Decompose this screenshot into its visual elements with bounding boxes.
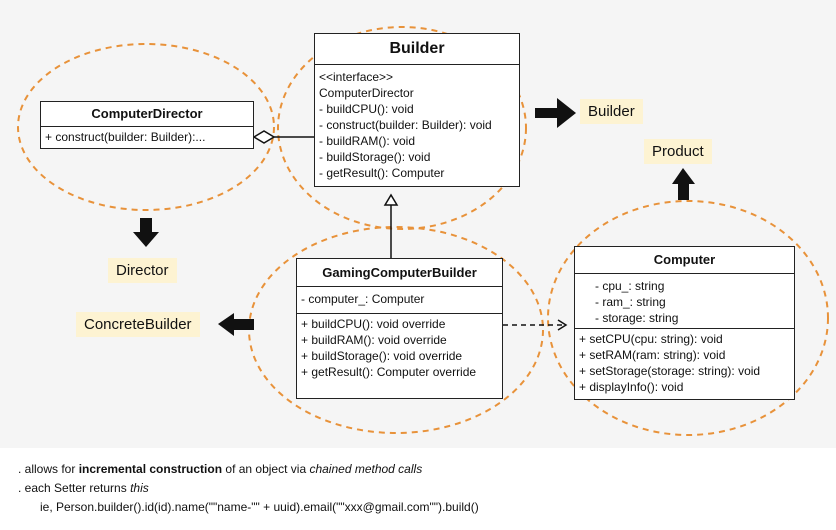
computer-field: - storage: string xyxy=(595,311,679,325)
director-tag: Director xyxy=(108,258,177,283)
computer-box-fields: - cpu_: string - ram_: string - storage: s… xyxy=(575,274,794,328)
builder-member: - buildCPU(): void xyxy=(319,102,414,116)
builder-box-title: Builder xyxy=(315,34,519,65)
gaming-method: + buildCPU(): void override xyxy=(301,317,446,331)
director-ellipse xyxy=(17,43,275,211)
builder-member: - getResult(): Computer xyxy=(319,166,445,180)
product-tag: Product xyxy=(644,139,712,164)
note-1-prefix: . allows for xyxy=(18,462,79,476)
computer-box: Computer - cpu_: string - ram_: string - s… xyxy=(574,246,795,400)
gaming-field: - computer_: Computer xyxy=(301,292,425,306)
computer-field: - ram_: string xyxy=(595,295,666,309)
computer-method: + setRAM(ram: string): void xyxy=(579,348,726,362)
notes-section: . allows for incremental construction of… xyxy=(18,460,479,517)
dependency-arrowhead xyxy=(557,319,568,331)
note-1-italic: chained method calls xyxy=(309,462,423,476)
gaming-box-methods: + buildCPU(): void override + buildRAM():… xyxy=(297,313,502,382)
computer-box-methods: + setCPU(cpu: string): void + setRAM(ram:… xyxy=(575,328,794,397)
arrow-to-product-tag xyxy=(672,168,695,200)
builder-member: <<interface>> xyxy=(319,70,394,84)
gaming-method: + getResult(): Computer override xyxy=(301,365,477,379)
diagram-canvas: Builder <<interface>>ComputerDirector- b… xyxy=(17,26,829,436)
builder-box-members: <<interface>> ComputerDirector - buildCPU(… xyxy=(315,65,519,183)
gaming-ellipse xyxy=(248,226,544,434)
director-box-title: ComputerDirector xyxy=(41,102,253,127)
builder-member: - construct(builder: Builder): void xyxy=(319,118,492,132)
note-line-3: ie, Person.builder().id(id).name(""name-… xyxy=(40,500,479,514)
concrete-builder-tag: ConcreteBuilder xyxy=(76,312,200,337)
gaming-box-title: GamingComputerBuilder xyxy=(297,259,502,287)
builder-tag: Builder xyxy=(580,99,643,124)
arrow-to-builder-tag xyxy=(535,98,576,128)
note-line-2: . each Setter returns this xyxy=(18,479,479,498)
gaming-builder-box: GamingComputerBuilder - computer_: Compu… xyxy=(296,258,503,399)
gaming-box-fields: - computer_: Computer xyxy=(297,287,502,313)
note-line-1: . allows for incremental construction of… xyxy=(18,460,479,479)
aggregation-diamond xyxy=(252,130,276,144)
computer-box-title: Computer xyxy=(575,247,794,274)
diagram-connectors xyxy=(17,26,829,436)
builder-member: - buildStorage(): void xyxy=(319,150,431,164)
director-method: + construct(builder: Builder):... xyxy=(45,130,206,144)
builder-member: ComputerDirector xyxy=(319,86,414,100)
arrow-to-concrete-tag xyxy=(218,313,254,336)
computer-field: - cpu_: string xyxy=(595,279,665,293)
note-1-bold: incremental construction xyxy=(78,462,223,476)
note-1-mid: of an object via xyxy=(222,462,310,476)
director-box-methods: + construct(builder: Builder):... xyxy=(41,127,253,147)
computer-method: + setCPU(cpu: string): void xyxy=(579,332,723,346)
builder-ellipse xyxy=(277,26,527,230)
note-2-italic: this xyxy=(130,481,149,495)
gaming-method: + buildRAM(): void override xyxy=(301,333,447,347)
director-box: ComputerDirector + construct(builder: Bu… xyxy=(40,101,254,149)
builder-member: - buildRAM(): void xyxy=(319,134,416,148)
arrow-to-director-tag xyxy=(133,218,159,247)
computer-method: + setStorage(storage: string): void xyxy=(579,364,761,378)
note-2-prefix: . each Setter returns xyxy=(18,481,131,495)
gaming-method: + buildStorage(): void override xyxy=(301,349,463,363)
computer-ellipse xyxy=(547,200,829,436)
computer-method: + displayInfo(): void xyxy=(579,380,684,394)
inheritance-triangle xyxy=(383,193,399,206)
builder-interface-box: Builder <<interface>> ComputerDirector - b… xyxy=(314,33,520,187)
